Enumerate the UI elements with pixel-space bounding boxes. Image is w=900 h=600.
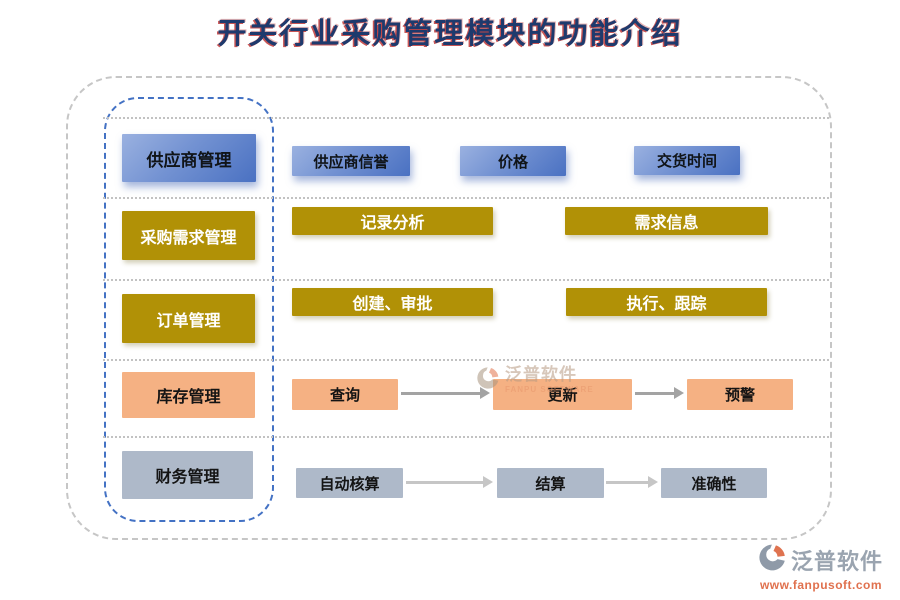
feature-auto-accounting: 自动核算 — [296, 468, 403, 498]
feature-supplier-reputation: 供应商信誉 — [292, 146, 410, 176]
page-title: 开关行业采购管理模块的功能介绍 — [217, 18, 683, 50]
footer-logo: 泛普软件 www.fanpusoft.com — [750, 543, 892, 592]
module-supplier-management: 供应商管理 — [122, 134, 256, 182]
footer-website-url: www.fanpusoft.com — [759, 578, 883, 592]
feature-demand-info: 需求信息 — [565, 207, 768, 235]
feature-settlement: 结算 — [497, 468, 604, 498]
flow-arrow — [406, 476, 493, 488]
feature-create-approve: 创建、审批 — [292, 288, 493, 316]
flow-arrow — [401, 387, 490, 399]
fanpu-logo-icon — [759, 543, 788, 577]
flow-arrow — [635, 387, 684, 399]
feature-execute-track: 执行、跟踪 — [566, 288, 767, 316]
module-order-management: 订单管理 — [122, 294, 255, 343]
feature-price: 价格 — [460, 146, 566, 176]
diagram-frame — [66, 76, 832, 540]
feature-update: 更新 — [493, 379, 632, 410]
feature-delivery-time: 交货时间 — [634, 146, 740, 175]
module-finance-management: 财务管理 — [122, 451, 253, 499]
feature-warning: 预警 — [687, 379, 793, 410]
module-demand-management: 采购需求管理 — [122, 211, 255, 260]
row-divider — [103, 117, 829, 119]
feature-accuracy: 准确性 — [661, 468, 767, 498]
flow-arrow — [606, 476, 658, 488]
row-divider — [103, 279, 829, 281]
modules-group-frame — [104, 97, 274, 522]
row-divider — [103, 436, 829, 438]
feature-query: 查询 — [292, 379, 398, 410]
row-divider — [103, 359, 829, 361]
row-divider — [103, 197, 829, 199]
feature-record-analysis: 记录分析 — [292, 207, 493, 235]
module-inventory-management: 库存管理 — [122, 372, 255, 418]
footer-brand-name: 泛普软件 — [790, 549, 883, 574]
